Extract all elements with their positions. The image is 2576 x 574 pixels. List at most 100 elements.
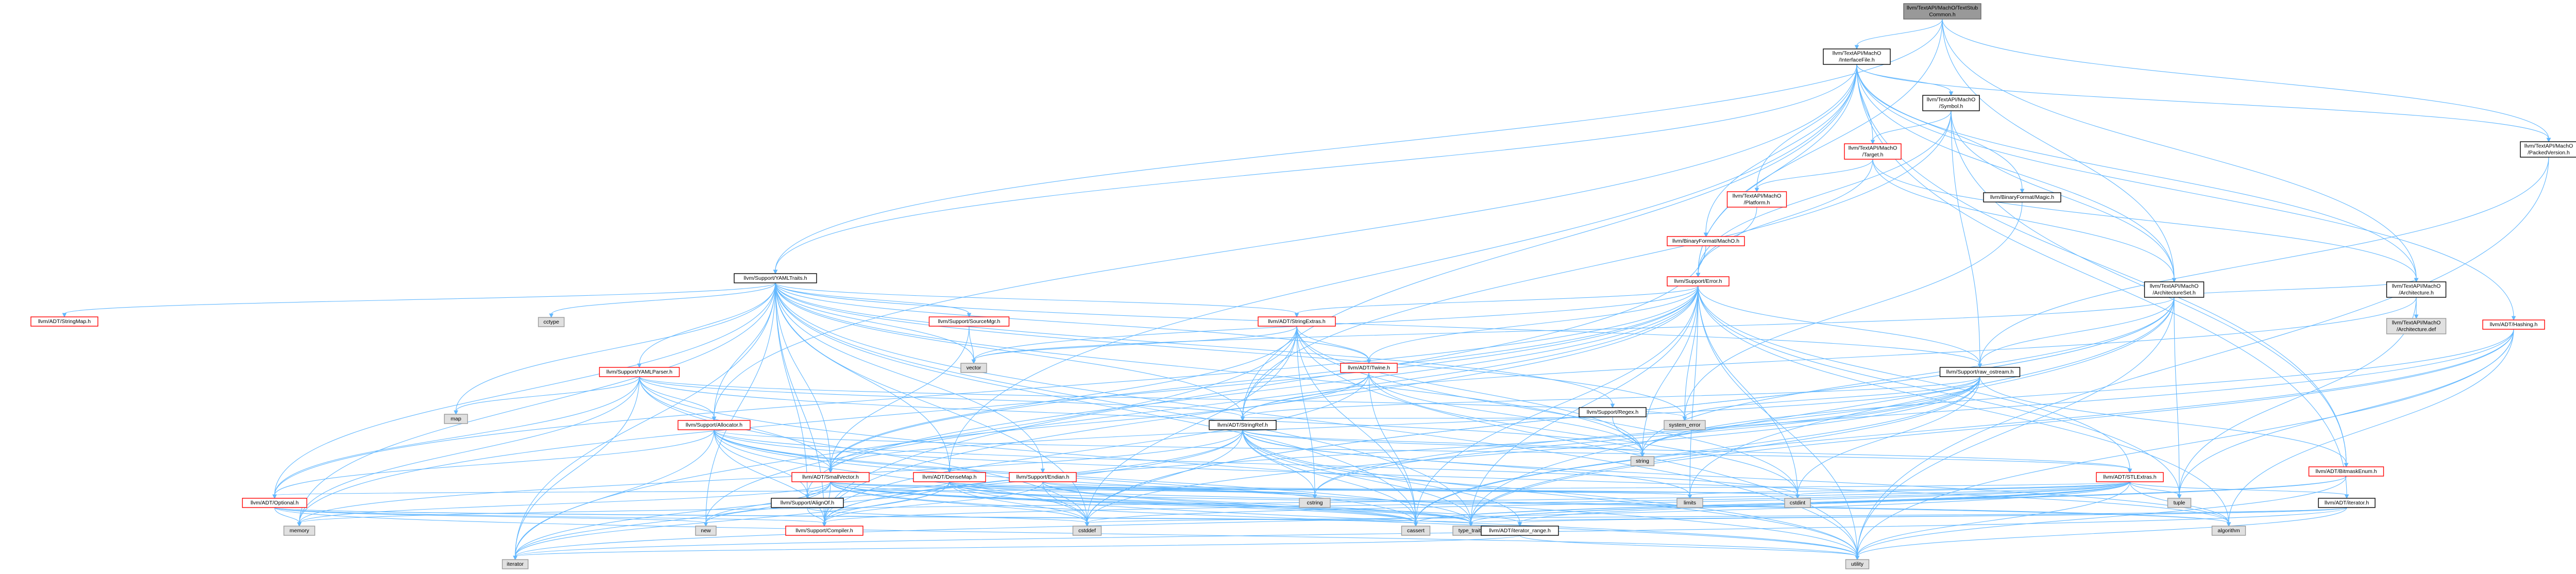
node-compiler[interactable]: llvm/Support/Compiler.h — [785, 526, 863, 536]
edge-stringref-to-cassert — [1242, 429, 1416, 524]
node-sourcemgr[interactable]: llvm/Support/SourceMgr.h — [928, 316, 1010, 327]
node-target[interactable]: llvm/TextAPI/MachO/Target.h — [1844, 143, 1902, 160]
node-box — [1072, 526, 1102, 536]
edge-alignof-to-cstddef — [807, 507, 1088, 524]
edge-rawostream-to-smallvector — [830, 376, 1980, 470]
node-label: llvm/BinaryFormat/Magic.h — [1990, 194, 2054, 200]
node-label: tuple — [2174, 500, 2185, 506]
edge-yamltraits-to-optional — [274, 282, 776, 496]
node-box — [2096, 472, 2164, 482]
node-box — [538, 317, 565, 327]
node-densemap[interactable]: llvm/ADT/DenseMap.h — [913, 472, 986, 482]
arrowhead-bitmaskenum-to-cassert — [1413, 522, 1418, 527]
node-iface[interactable]: llvm/TextAPI/MachO/InterfaceFile.h — [1823, 48, 1891, 65]
edge-stringextras-to-cstdint — [1296, 326, 1798, 496]
node-yamltraits[interactable]: llvm/Support/YAMLTraits.h — [734, 273, 817, 283]
node-label: llvm/TextAPI/MachO — [2392, 283, 2441, 289]
edge-iterator-to-cstddef — [1087, 507, 2347, 524]
node-label: llvm/Support/Error.h — [1674, 278, 1722, 284]
arrowhead-yamltraits-to-cctype — [549, 313, 554, 318]
edge-allocator-to-cstdint — [714, 429, 1798, 496]
node-regex[interactable]: llvm/Support/Regex.h — [1579, 407, 1647, 417]
node-archset[interactable]: llvm/TextAPI/MachO/ArchitectureSet.h — [2144, 281, 2205, 298]
node-map: map — [444, 414, 468, 424]
node-stringref[interactable]: llvm/ADT/StringRef.h — [1209, 420, 1277, 430]
node-rawostream[interactable]: llvm/Support/raw_ostream.h — [1939, 367, 2021, 377]
edge-yamlparser-to-iteratorstd — [515, 376, 640, 557]
node-box — [1340, 363, 1398, 373]
node-smallvector[interactable]: llvm/ADT/SmallVector.h — [791, 472, 870, 482]
node-label: /PackedVersion.h — [2528, 149, 2570, 156]
edge-iface-to-densemap — [949, 64, 1857, 470]
node-symbol[interactable]: llvm/TextAPI/MachO/Symbol.h — [1922, 95, 1980, 111]
node-box — [913, 472, 986, 482]
node-allocator[interactable]: llvm/Support/Allocator.h — [677, 420, 751, 430]
arrowhead-iface-to-packedver — [2546, 138, 2551, 143]
arrowhead-stlextras-to-limits — [1687, 494, 1692, 499]
edge-rawostream-to-systemerror — [1684, 376, 1980, 418]
node-box — [1784, 498, 1811, 508]
edge-stringref-to-string — [1242, 429, 1643, 454]
node-hashing[interactable]: llvm/ADT/Hashing.h — [2482, 319, 2545, 330]
node-endian[interactable]: llvm/Support/Endian.h — [1009, 472, 1077, 482]
node-arch[interactable]: llvm/TextAPI/MachO/Architecture.h — [2386, 281, 2447, 298]
edge-error-to-optional — [274, 285, 1699, 496]
edge-packedver-to-utility — [1857, 157, 2549, 557]
edge-rawostream-to-string — [1642, 376, 1980, 454]
edge-stringextras-to-iteratorstd — [515, 326, 1297, 557]
node-label: llvm/ADT/Hashing.h — [2490, 322, 2538, 328]
node-binmagic[interactable]: llvm/BinaryFormat/Magic.h — [1983, 192, 2061, 202]
node-label: llvm/ADT/iterator.h — [2325, 500, 2369, 506]
node-optional[interactable]: llvm/ADT/Optional.h — [242, 498, 308, 508]
edge-yamlparser-to-stringref — [639, 376, 1243, 418]
edge-yamltraits-to-twine — [775, 282, 1369, 361]
node-platform[interactable]: llvm/TextAPI/MachO/Platform.h — [1726, 191, 1787, 208]
node-box — [960, 363, 987, 373]
node-box — [2211, 526, 2246, 536]
edge-root-to-archset — [1942, 19, 2175, 279]
edge-smallvector-to-iterrange — [830, 481, 1520, 524]
node-iterator[interactable]: llvm/ADT/iterator.h — [2318, 498, 2376, 508]
node-box — [502, 559, 529, 569]
edge-smallvector-to-cstddef — [830, 481, 1088, 524]
node-label: llvm/ADT/Twine.h — [1348, 365, 1390, 371]
node-label: llvm/TextAPI/MachO — [2150, 283, 2199, 289]
node-box — [2318, 498, 2376, 508]
arrowhead-yamlparser-to-map — [453, 410, 459, 415]
node-twine[interactable]: llvm/ADT/Twine.h — [1340, 363, 1398, 373]
arrowhead-iterrange-to-iteratorstd — [513, 555, 518, 561]
node-label: llvm/TextAPI/MachO — [1733, 193, 1782, 199]
node-cstring: cstring — [1299, 498, 1331, 508]
edge-optional-to-memory — [274, 507, 300, 524]
node-label: memory — [290, 528, 310, 534]
node-yamlparser[interactable]: llvm/Support/YAMLParser.h — [599, 367, 680, 377]
edge-iface-to-stringref — [1242, 64, 1857, 418]
node-string: string — [1630, 456, 1655, 466]
arrowhead-densemap-to-alignof — [805, 494, 810, 499]
node-bitmaskenum[interactable]: llvm/ADT/BitmaskEnum.h — [2308, 466, 2384, 477]
node-box — [1209, 420, 1277, 430]
node-stringextras[interactable]: llvm/ADT/StringExtras.h — [1258, 316, 1336, 327]
node-stringmap[interactable]: llvm/ADT/StringMap.h — [30, 316, 98, 327]
node-binmacho[interactable]: llvm/BinaryFormat/MachO.h — [1667, 236, 1745, 246]
node-label: llvm/ADT/STLExtras.h — [2103, 474, 2156, 480]
node-packedver[interactable]: llvm/TextAPI/MachO/PackedVersion.h — [2520, 141, 2576, 158]
edge-allocator-to-iteratorstd — [515, 429, 715, 557]
arrowhead-yamltraits-to-regex — [1610, 403, 1615, 409]
node-error[interactable]: llvm/Support/Error.h — [1667, 276, 1730, 286]
edge-stlextras-to-cstddef — [1087, 481, 2130, 524]
arrowhead-stringref-to-string — [1640, 452, 1645, 458]
arrowhead-iterrange-to-utility — [1855, 555, 1860, 561]
node-stlextras[interactable]: llvm/ADT/STLExtras.h — [2096, 472, 2164, 482]
edge-symbol-to-archset — [1951, 110, 2175, 279]
arrowhead-stringextras-to-twine — [1366, 359, 1371, 364]
arrowhead-optional-to-memory — [297, 522, 302, 527]
node-iterrange[interactable]: llvm/ADT/iterator_range.h — [1481, 526, 1559, 536]
node-box — [771, 498, 844, 508]
node-alignof[interactable]: llvm/Support/AlignOf.h — [771, 498, 844, 508]
node-box — [1726, 191, 1787, 208]
node-label: llvm/ADT/Optional.h — [250, 500, 299, 506]
edge-stringref-to-utility — [1242, 429, 1858, 557]
